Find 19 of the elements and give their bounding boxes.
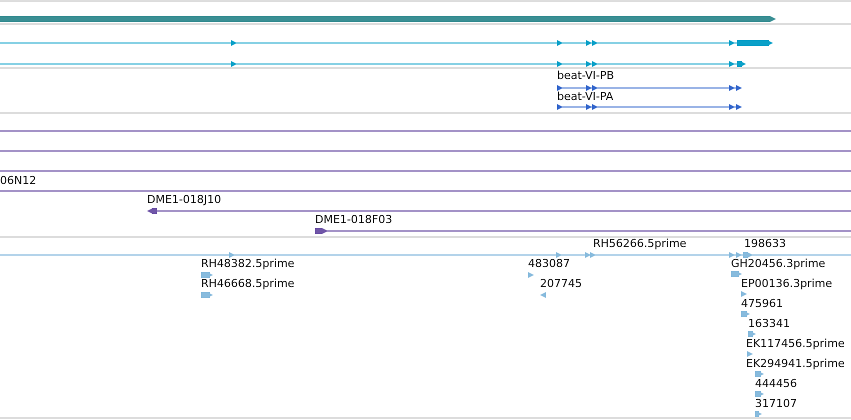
feature-label: RH46668.5prime — [201, 277, 294, 290]
feature-label: EK117456.5prime — [746, 337, 845, 350]
feature-label: 198633 — [744, 237, 786, 250]
feature-label: EP00136.3prime — [741, 277, 832, 290]
feature-label: GH20456.3prime — [731, 257, 826, 270]
feature-label: 163341 — [748, 317, 790, 330]
feature-label: RH48382.5prime — [201, 257, 294, 270]
feature-label: 444456 — [755, 377, 797, 390]
feature-label: 207745 — [540, 277, 582, 290]
feature-label: RH56266.5prime — [593, 237, 686, 250]
feature-label: DME1-018F03 — [315, 213, 392, 226]
feature-label: beat-VI-PA — [557, 90, 614, 103]
feature-label: 06N12 — [0, 174, 36, 187]
feature-label: 475961 — [741, 297, 783, 310]
feature-label: EK294941.5prime — [746, 357, 845, 370]
feature-label: 317107 — [755, 397, 797, 410]
feature-label: 483087 — [528, 257, 570, 270]
feature-label: beat-VI-PB — [557, 69, 614, 82]
feature-label: DME1-018J10 — [147, 193, 222, 206]
